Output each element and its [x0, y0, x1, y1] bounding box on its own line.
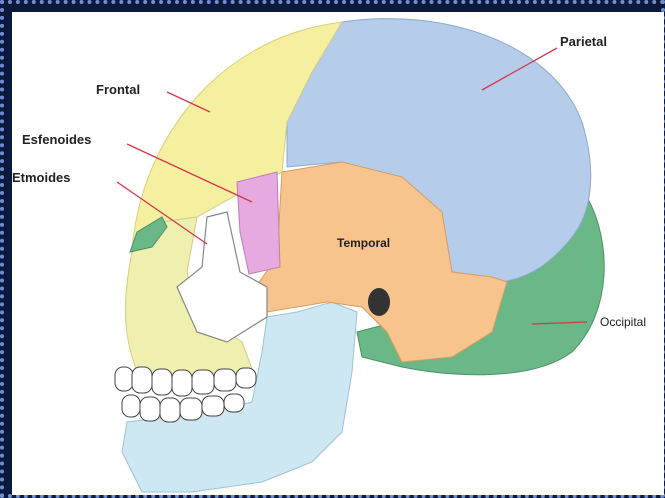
label-frontal: Frontal [96, 82, 140, 97]
label-parietal: Parietal [560, 34, 607, 49]
sphenoid-bone [237, 172, 280, 274]
ear-canal [368, 288, 390, 316]
label-occipital: Occipital [600, 315, 646, 329]
label-etmoides: Etmoides [12, 170, 71, 185]
label-temporal: Temporal [337, 236, 390, 250]
label-esfenoides: Esfenoides [22, 132, 91, 147]
diagram-panel: Frontal Parietal Esfenoides Etmoides Tem… [12, 12, 664, 495]
